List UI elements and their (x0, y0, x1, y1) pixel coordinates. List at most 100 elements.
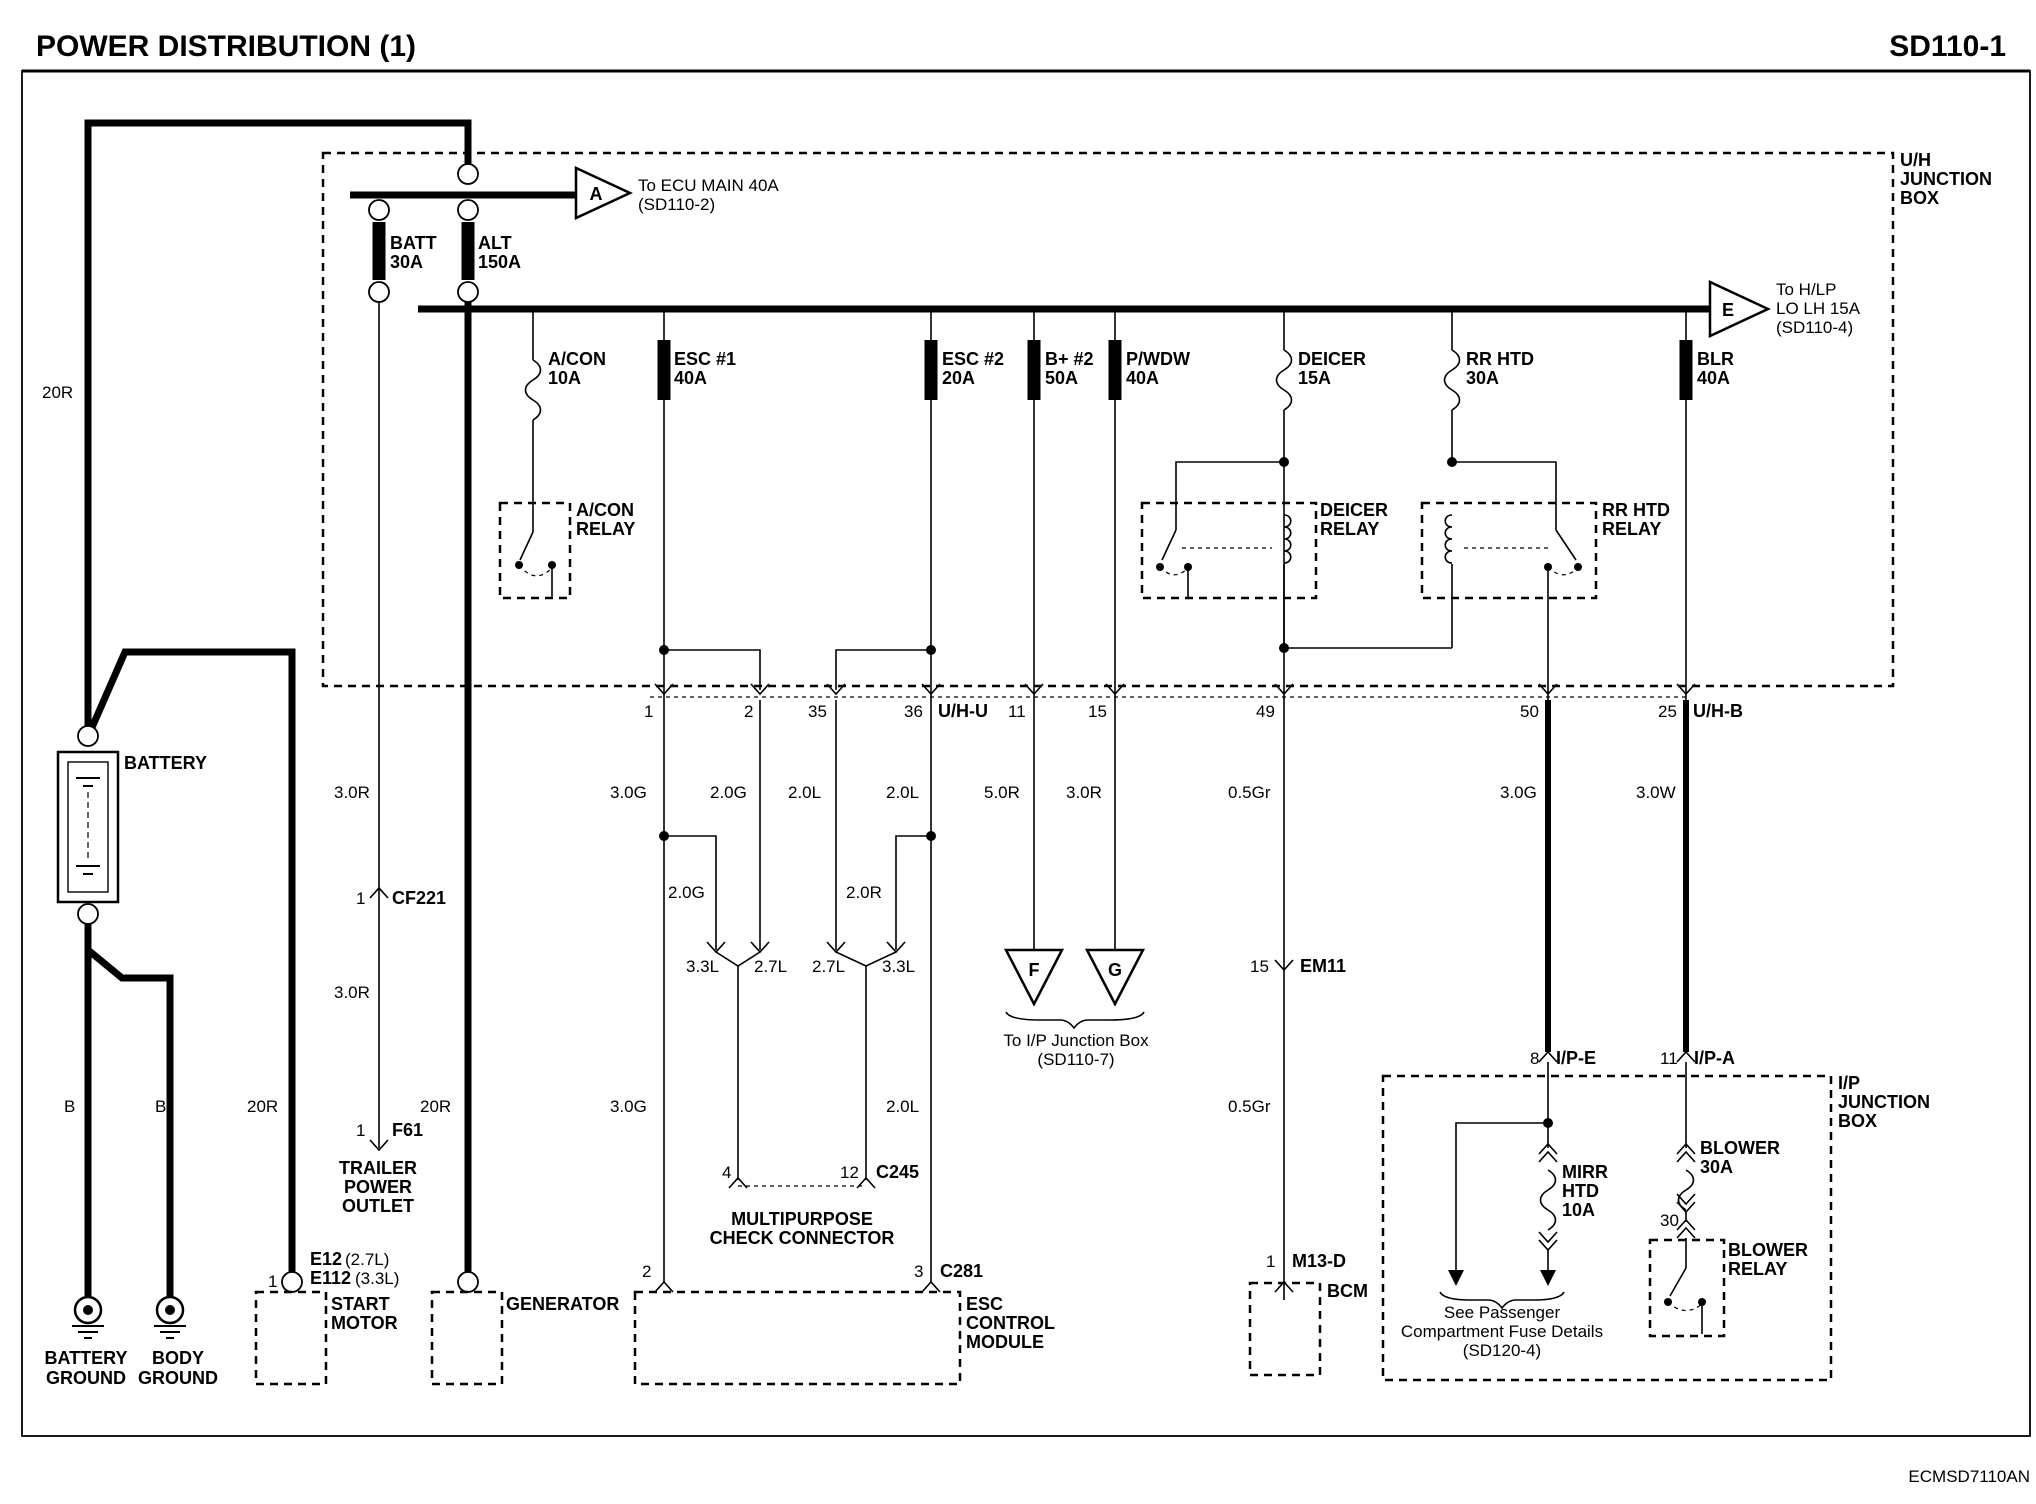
pin-m13d: 1 (1266, 1252, 1275, 1271)
esc-module-label-2: CONTROL (966, 1313, 1055, 1333)
pin-c245-a: 4 (722, 1163, 731, 1182)
offpage-f-letter: F (1029, 960, 1040, 980)
page-number: SD110-1 (1889, 30, 2006, 63)
offpage-e-line3: (SD110-4) (1776, 318, 1853, 337)
generator: GENERATOR (430, 1271, 619, 1386)
battery-ground-label-2: GROUND (46, 1368, 126, 1388)
offpage-a-line2: (SD110-2) (638, 195, 715, 214)
fuse-batt-name: BATT (390, 233, 437, 253)
trailer-label-2: POWER (344, 1177, 412, 1197)
relay-rrhtd-line2: RELAY (1602, 519, 1661, 539)
relay-acon: A/CON RELAY (498, 500, 635, 600)
relay-deicer: DEICER RELAY (1140, 457, 1388, 600)
relay-acon-line1: A/CON (576, 500, 634, 520)
wire-pin35: 2.0L (788, 783, 821, 802)
blower-circuit: BLOWER 30A 30 BLOWER RELAY (1648, 1062, 1808, 1338)
bcm-circuit: 0.5Gr 15 EM11 0.5Gr 1 M13-D BCM (1228, 783, 1368, 1377)
fuse-esc2-rating: 20A (942, 368, 975, 388)
fuse-bplus2-rating: 50A (1045, 368, 1078, 388)
wire-mpcc-27b: 2.7L (812, 957, 845, 976)
connector-e112-note: (3.3L) (355, 1269, 399, 1288)
connector-e12: E12 (310, 1249, 342, 1269)
offpage-e-letter: E (1722, 300, 1734, 320)
page-header: POWER DISTRIBUTION (1) SD110-1 (22, 30, 2030, 73)
trailer-label-3: OUTLET (342, 1196, 414, 1216)
wire-mpcc-33b: 3.3L (882, 957, 915, 976)
battery: BATTERY (56, 725, 207, 925)
wire-bcm-low: 0.5Gr (1228, 1097, 1271, 1116)
relay-blower-line1: BLOWER (1728, 1240, 1808, 1260)
trailer-label-1: TRAILER (339, 1158, 417, 1178)
ip-junction-box-label-3: BOX (1838, 1111, 1877, 1131)
wire-3r-upper: 3.0R (334, 783, 370, 802)
fuse-pwdw-name: P/WDW (1126, 349, 1190, 369)
connector-ipe: I/P-E (1556, 1048, 1596, 1068)
wire-20r-start: 20R (247, 1097, 278, 1116)
connector-c245: C245 (876, 1162, 919, 1182)
wire-pin11: 5.0R (984, 783, 1020, 802)
pin-ipe: 8 (1530, 1049, 1539, 1068)
wire-3r-lower: 3.0R (334, 983, 370, 1002)
uh-junction-box (321, 151, 1895, 688)
relay-deicer-line2: RELAY (1320, 519, 1379, 539)
fuse-esc1-name: ESC #1 (674, 349, 736, 369)
relay-blower-line2: RELAY (1728, 1259, 1787, 1279)
esc-harness (654, 700, 941, 1293)
ip-junction-box-label-2: JUNCTION (1838, 1092, 1930, 1112)
relay-rrhtd-line1: RR HTD (1602, 500, 1670, 520)
fuse-pwdw: P/WDW 40A (1108, 312, 1190, 950)
start-motor-label-2: MOTOR (331, 1313, 398, 1333)
connector-uhb: U/H-B (1693, 701, 1743, 721)
pin-blower-relay: 30 (1660, 1211, 1679, 1230)
uh-connector-chevrons (654, 683, 1696, 696)
relay-deicer-line1: DEICER (1320, 500, 1388, 520)
esc-control-module: ESC CONTROL MODULE (633, 1290, 1055, 1386)
uh-junction-box-label-2: JUNCTION (1900, 169, 1992, 189)
mpcc-label-1: MULTIPURPOSE (731, 1209, 873, 1229)
upper-bus: BATT 30A ALT 150A (350, 163, 580, 303)
offpage-g-letter: G (1108, 960, 1122, 980)
pin-25: 25 (1658, 702, 1677, 721)
offpage-f-g: 5.0R 3.0R F G To I/P Junction Box (SD110… (984, 783, 1149, 1069)
fuse-pwdw-rating: 40A (1126, 368, 1159, 388)
connector-uhu: U/H-U (938, 701, 988, 721)
fuse-blr-name: BLR (1697, 349, 1734, 369)
pin-c245-b: 12 (840, 1163, 859, 1182)
fuse-mirr-rating: 10A (1562, 1200, 1595, 1220)
fuse-bplus2-name: B+ #2 (1045, 349, 1094, 369)
wire-pin25: 3.0W (1636, 783, 1676, 802)
wire-pin50: 3.0G (1500, 783, 1537, 802)
mirr-htd-circuit: MIRR HTD 10A See Passenger Compartment F… (1401, 1062, 1608, 1360)
offpage-a-line1: To ECU MAIN 40A (638, 176, 779, 195)
offpage-connector-a: A To ECU MAIN 40A (SD110-2) (574, 166, 779, 220)
fuse-deicer: DEICER 15A (1275, 312, 1366, 1300)
start-motor: 1 E12 (2.7L) E112 (3.3L) START MOTOR (254, 1249, 399, 1386)
connector-em11: EM11 (1300, 956, 1346, 976)
fuse-batt-rating: 30A (390, 252, 423, 272)
fuse-blr: BLR 40A (1679, 312, 1734, 700)
pin-ipa: 11 (1660, 1049, 1678, 1068)
relay-rrhtd: RR HTD RELAY (1279, 457, 1670, 700)
fuse-acon-name: A/CON (548, 349, 606, 369)
diagram-frame (21, 70, 2031, 1437)
wire-esc2-branch: 2.0R (846, 883, 882, 902)
fuse-alt-rating: 150A (478, 252, 521, 272)
page-title: POWER DISTRIBUTION (1) (36, 30, 416, 63)
wire-b-battery: B (64, 1097, 75, 1116)
fuse-rrhtd: RR HTD 30A (1443, 312, 1534, 462)
battery-feed-wiring: 20R B B 20R 20R (42, 119, 472, 1298)
wire-mpcc-33a: 3.3L (686, 957, 719, 976)
fuse-mirr-name: MIRR (1562, 1162, 1608, 1182)
relay-acon-line2: RELAY (576, 519, 635, 539)
fuse-deicer-rating: 15A (1298, 368, 1331, 388)
wire-pin36: 2.0L (886, 783, 919, 802)
body-ground-label-2: GROUND (138, 1368, 218, 1388)
see-passenger-line3: (SD120-4) (1463, 1341, 1541, 1360)
wire-pin15: 3.0R (1066, 783, 1102, 802)
pin-f61: 1 (356, 1121, 365, 1140)
fuse-acon-rating: 10A (548, 368, 581, 388)
ip-feed-wires: 3.0G 3.0W 8 I/P-E 11 I/P-A (1500, 700, 1735, 1068)
generator-label: GENERATOR (506, 1294, 619, 1314)
fuse-mirr-name2: HTD (1562, 1181, 1599, 1201)
